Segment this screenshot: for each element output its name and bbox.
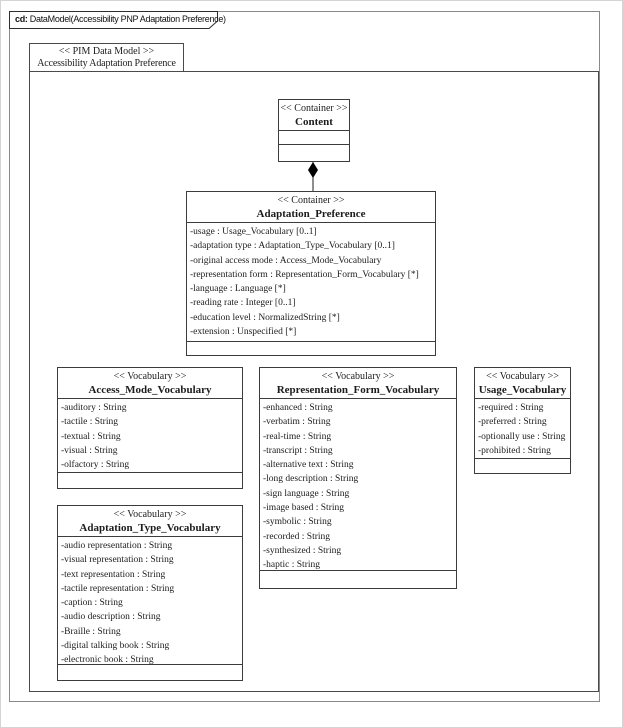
attribute-row: -tactile representation : String [61,583,175,594]
attribute-row: -usage : Usage_Vocabulary [0..1] [190,227,317,237]
class-name: Usage_Vocabulary [478,384,567,396]
package-name: Accessibility Adaptation Preference [37,58,176,69]
attribute-row: -sign language : String [263,488,350,499]
attribute-row: -reading rate : Integer [0..1] [190,298,296,309]
class-header: << Container >> Content [279,100,349,131]
attributes-compartment: -required : String -preferred : String -op… [475,399,570,458]
attribute-row: -long description : String [263,474,359,485]
attribute-row: -real-time : String [263,431,332,442]
diagram-title-tab [9,11,218,29]
class-stereotype: << Vocabulary >> [321,371,395,382]
attribute-row: -extension : Unspecified [*] [190,327,297,338]
class-name: Access_Mode_Vocabulary [88,384,212,396]
class-content[interactable]: << Container >> Content [278,99,350,162]
class-adaptation-type-vocabulary[interactable]: << Vocabulary >> Adaptation_Type_Vocabul… [57,505,243,681]
attribute-row: -verbatim : String [263,417,331,428]
attribute-row: -representation form : Representation_Fo… [190,269,419,280]
attribute-row: -language : Language [*] [190,284,286,295]
operations-compartment [58,472,242,488]
attribute-row: -transcript : String [263,445,333,456]
attribute-row: -optionally use : String [478,431,566,442]
composition-diamond-icon [308,162,318,178]
attributes-compartment: -usage : Usage_Vocabulary [0..1] -adaptat… [187,223,435,341]
class-header: << Vocabulary >> Adaptation_Type_Vocabul… [58,506,242,537]
diagram-title: cd: DataModel(Accessibility PNP Adaptati… [15,14,226,24]
attribute-row: -visual representation : String [61,555,174,566]
class-header: << Container >> Adaptation_Preference [187,192,435,223]
attribute-row: -alternative text : String [263,460,354,471]
attribute-row: -caption : String [61,598,123,609]
attribute-row: -audio representation : String [61,541,173,551]
attribute-row: -visual : String [61,445,118,456]
class-name: Adaptation_Preference [256,208,366,220]
attribute-row: -digital talking book : String [61,641,170,652]
attribute-row: -haptic : String [263,560,320,570]
attribute-row: -textual : String [61,431,121,442]
attribute-row: -recorded : String [263,531,331,542]
class-access-mode-vocabulary[interactable]: << Vocabulary >> Access_Mode_Vocabulary … [57,367,243,489]
class-adaptation-preference[interactable]: << Container >> Adaptation_Preference -u… [186,191,436,356]
attributes-compartment [279,131,349,144]
attribute-row: -adaptation type : Adaptation_Type_Vocab… [190,241,395,252]
operations-compartment [58,664,242,680]
class-name: Representation_Form_Vocabulary [276,384,440,396]
class-stereotype: << Vocabulary >> [113,509,187,520]
class-stereotype: << Container >> [277,195,345,206]
attribute-row: -audio description : String [61,612,161,623]
attribute-row: -prohibited : String [478,445,551,456]
attribute-row: -electronic book : String [61,655,154,664]
composition-connector[interactable] [305,161,321,191]
attribute-row: -text representation : String [61,569,166,580]
attribute-row: -image based : String [263,503,344,514]
operations-compartment [279,144,349,161]
class-header: << Vocabulary >> Access_Mode_Vocabulary [58,368,242,399]
class-representation-form-vocabulary[interactable]: << Vocabulary >> Representation_Form_Voc… [259,367,457,589]
attribute-row: -Braille : String [61,626,121,637]
attribute-row: -auditory : String [61,403,127,413]
attributes-compartment: -audio representation : String -visual re… [58,537,242,664]
attribute-row: -synthesized : String [263,545,342,556]
package-tab[interactable]: << PIM Data Model >> Accessibility Adapt… [29,43,184,72]
attribute-row: -olfactory : String [61,460,130,471]
class-stereotype: << Vocabulary >> [113,371,187,382]
class-header: << Vocabulary >> Usage_Vocabulary [475,368,570,399]
attribute-row: -original access mode : Access_Mode_Voca… [190,255,382,266]
class-stereotype: << Container >> [280,103,348,114]
operations-compartment [260,570,456,588]
diagram-title-keyword: cd: [15,14,28,24]
attribute-row: -tactile : String [61,417,118,428]
attribute-row: -preferred : String [478,417,547,428]
attribute-row: -symbolic : String [263,517,332,528]
attributes-compartment: -enhanced : String -verbatim : String -rea… [260,399,456,570]
package-stereotype: << PIM Data Model >> [58,46,155,57]
attribute-row: -required : String [478,403,544,413]
class-header: << Vocabulary >> Representation_Form_Voc… [260,368,456,399]
operations-compartment [475,458,570,473]
class-usage-vocabulary[interactable]: << Vocabulary >> Usage_Vocabulary -requi… [474,367,571,474]
class-name: Content [295,116,333,128]
operations-compartment [187,341,435,355]
attribute-row: -education level : NormalizedString [*] [190,312,340,323]
attribute-row: -enhanced : String [263,403,333,413]
attributes-compartment: -auditory : String -tactile : String -text… [58,399,242,472]
class-name: Adaptation_Type_Vocabulary [79,522,221,534]
diagram-title-text: DataModel(Accessibility PNP Adaptation P… [27,14,226,24]
class-stereotype: << Vocabulary >> [486,371,559,382]
